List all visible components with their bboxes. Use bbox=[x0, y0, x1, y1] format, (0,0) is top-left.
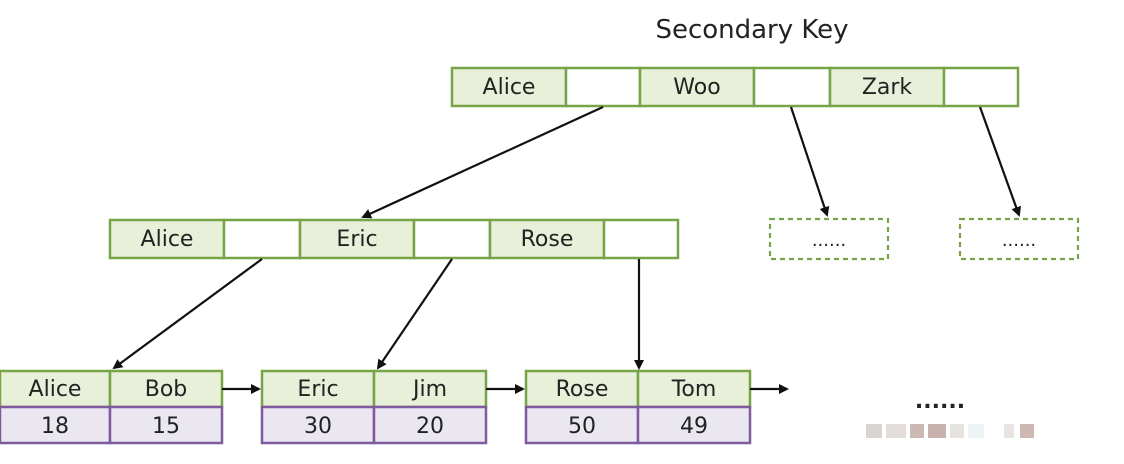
pointer-arrow bbox=[112, 258, 263, 370]
root-key-cell bbox=[828, 66, 946, 108]
leaf-key-label: Rose bbox=[556, 377, 609, 402]
leaf-key-label: Eric bbox=[297, 377, 338, 402]
placeholder-box bbox=[768, 217, 890, 261]
placeholder-node: ...... bbox=[958, 217, 1080, 261]
leaf-node: Eric Jim 30 20 bbox=[260, 369, 488, 445]
placeholder-ellipsis: ...... bbox=[812, 230, 846, 251]
leaf-value-label: 50 bbox=[568, 414, 596, 439]
leaf-value-label: 49 bbox=[680, 414, 708, 439]
leaf-value-cell bbox=[636, 405, 752, 445]
internal-node: Alice Eric Rose bbox=[108, 218, 680, 260]
root-pointer-cell bbox=[564, 66, 642, 108]
root-key-label: Alice bbox=[483, 75, 536, 100]
leaf-value-cell bbox=[260, 405, 376, 445]
placeholder-box bbox=[958, 217, 1080, 261]
root-key-label: Woo bbox=[673, 75, 720, 100]
internal-key-label: Eric bbox=[336, 227, 377, 252]
leaf-key-cell bbox=[260, 369, 376, 409]
leaf-node: Alice Bob 18 15 bbox=[0, 369, 224, 445]
root-pointer-cell bbox=[752, 66, 832, 108]
leaf-value-label: 15 bbox=[152, 414, 180, 439]
internal-key-label: Alice bbox=[141, 227, 194, 252]
internal-key-cell bbox=[488, 218, 606, 260]
pointer-arrow bbox=[361, 106, 604, 219]
leaf-value-label: 20 bbox=[416, 414, 444, 439]
internal-pointer-cell bbox=[222, 218, 302, 260]
pointer-arrow bbox=[789, 106, 830, 217]
root-key-cell bbox=[638, 66, 756, 108]
root-key-cell bbox=[450, 66, 568, 108]
placeholder-ellipsis: ...... bbox=[1002, 230, 1036, 251]
leaf-node: Rose Tom 50 49 bbox=[524, 369, 752, 445]
trailing-ellipsis: ...... bbox=[915, 389, 965, 414]
placeholder-node: ...... bbox=[768, 217, 890, 261]
leaf-key-label: Alice bbox=[29, 377, 82, 402]
leaf-value-cell bbox=[524, 405, 640, 445]
leaf-value-cell bbox=[108, 405, 224, 445]
internal-pointer-cell bbox=[602, 218, 680, 260]
leaf-key-label: Bob bbox=[145, 377, 188, 402]
leaf-value-label: 30 bbox=[304, 414, 332, 439]
pointer-arrow bbox=[376, 258, 453, 370]
internal-pointer-cell bbox=[412, 218, 492, 260]
root-pointer-cell bbox=[942, 66, 1020, 108]
watermark bbox=[866, 424, 1034, 438]
leaf-value-label: 18 bbox=[41, 414, 69, 439]
leaf-key-label: Jim bbox=[411, 377, 447, 402]
leaf-key-cell bbox=[524, 369, 640, 409]
internal-key-cell bbox=[298, 218, 416, 260]
leaf-key-label: Tom bbox=[671, 377, 717, 402]
leaf-value-cell bbox=[372, 405, 488, 445]
leaf-key-cell bbox=[636, 369, 752, 409]
leaf-key-cell bbox=[108, 369, 224, 409]
diagram-title: Secondary Key bbox=[655, 15, 848, 45]
internal-key-label: Rose bbox=[521, 227, 574, 252]
root-node: Alice Woo Zark bbox=[450, 66, 1020, 108]
root-key-label: Zark bbox=[862, 75, 913, 100]
pointer-arrow bbox=[978, 106, 1021, 217]
